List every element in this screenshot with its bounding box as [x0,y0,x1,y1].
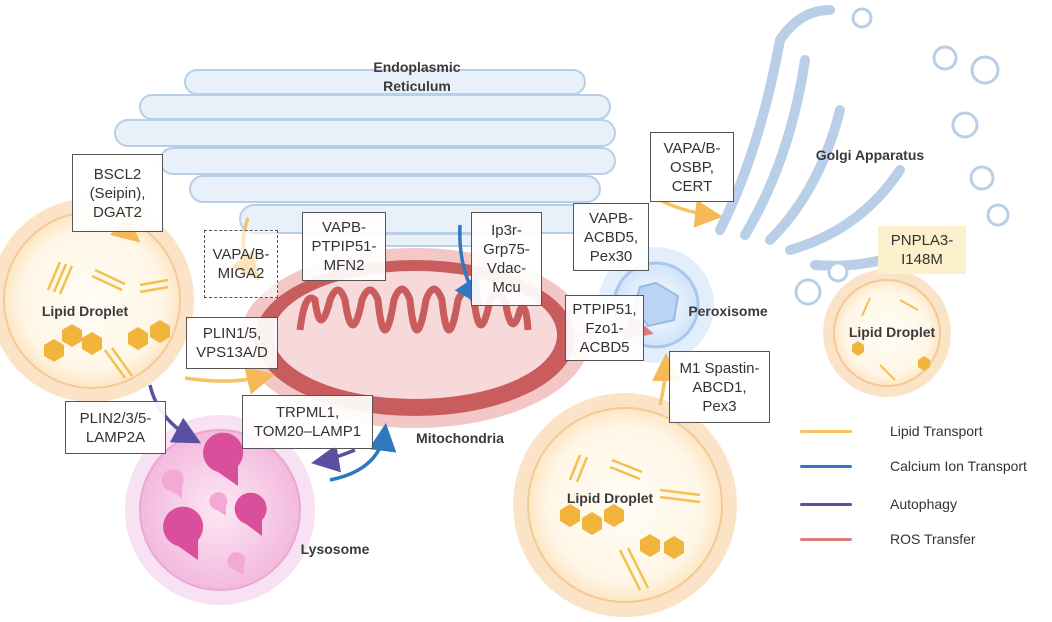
label-vapa-osbp-line2: OSBP, [670,158,714,176]
peroxisome-title: Peroxisome [688,303,768,319]
label-vapb-acbd5-line1: VAPB- [589,209,633,227]
legend-label-calcium-ion-transport: Calcium Ion Transport [890,458,1027,474]
label-m1-spastin-line2: ABCD1, [692,378,747,396]
label-ptpip51-fzo1-line1: PTPIP51, [572,300,637,318]
label-trpml1-tom20-lamp1: TRPML1, TOM20–LAMP1 [242,395,373,449]
label-ip3r-grp75: Ip3r- Grp75- Vdac- Mcu [471,212,542,306]
label-trpml1-line2: TOM20–LAMP1 [253,423,362,440]
mitochondria-title: Mitochondria [416,430,504,446]
label-vapb-acbd5-pex30: VAPB- ACBD5, Pex30 [573,203,649,271]
legend-label-lipid-transport: Lipid Transport [890,423,983,439]
lipid-droplet-left-shape [0,198,194,402]
label-pnpla3-i148m: PNPLA3- I148M [878,226,966,274]
lysosome-shape [125,415,315,605]
lipid-droplet-right-title: Lipid Droplet [848,324,936,340]
label-ptpip51-fzo1-acbd5: PTPIP51, Fzo1- ACBD5 [565,295,644,361]
label-m1-spastin-line1: M1 Spastin- [679,359,760,377]
golgi-title: Golgi Apparatus [815,147,925,163]
label-m1-spastin-abcd1-pex3: M1 Spastin- ABCD1, Pex3 [669,351,770,423]
label-ptpip51-fzo1-line2: Fzo1- [585,319,624,337]
label-vapb-ptpip51-line1: VAPB- [322,219,366,236]
label-vapb-ptpip51-mfn2: VAPB- PTPIP51- MFN2 [302,212,386,281]
label-ip3r-line1: Ip3r- [491,222,522,239]
label-vapb-acbd5-line2: ACBD5, [583,228,639,246]
lipid-droplet-left-title: Lipid Droplet [41,303,129,319]
label-vapb-ptpip51-line3: MFN2 [323,257,365,274]
legend-swatch-ros-transfer [800,538,852,541]
label-bscl2-line3: DGAT2 [93,203,142,221]
golgi-apparatus-shape [715,5,935,271]
legend-label-autophagy: Autophagy [890,496,957,512]
label-vapa-miga2: VAPA/B- MIGA2 [204,230,278,298]
label-ip3r-line3: Vdac- [486,260,527,277]
label-pnpla3-line1: PNPLA3- [890,232,954,249]
label-trpml1-line1: TRPML1, [275,404,340,421]
lipid-droplet-bottom-title: Lipid Droplet [566,490,654,506]
label-plin15-vps13ad: PLIN1/5, VPS13A/D [186,317,278,369]
golgi-vesicles [794,7,1010,306]
label-plin235-line2: LAMP2A [85,428,146,446]
label-ip3r-line4: Mcu [492,279,521,296]
lipid-droplet-right-shape [823,269,951,397]
er-title-line2: Reticulum [383,78,451,94]
label-m1-spastin-line3: Pex3 [702,397,737,415]
label-vapa-osbp-cert: VAPA/B- OSBP, CERT [650,132,734,202]
lysosome-title: Lysosome [300,541,370,557]
label-bscl2-dgat2: BSCL2 (Seipin), DGAT2 [72,154,163,232]
label-vapa-osbp-line3: CERT [671,177,713,195]
label-vapb-ptpip51-line2: PTPIP51- [311,238,377,255]
label-vapa-osbp-line1: VAPA/B- [663,139,721,157]
er-title: Endoplasmic Reticulum [352,58,482,96]
label-plin235-lamp2a: PLIN2/3/5- LAMP2A [65,401,166,454]
lipid-droplet-bottom-shape [513,393,737,617]
label-bscl2-line1: BSCL2 [93,165,142,183]
label-plin15-line1: PLIN1/5, [202,325,262,342]
label-vapb-acbd5-line3: Pex30 [589,247,633,265]
label-ptpip51-fzo1-line3: ACBD5 [579,338,630,356]
label-bscl2-line2: (Seipin), [89,184,146,202]
legend-label-ros-transfer: ROS Transfer [890,531,976,547]
label-ip3r-line2: Grp75- [483,241,530,258]
label-vapa-miga2-line1: VAPA/B- [212,246,270,263]
label-vapa-miga2-line2: MIGA2 [217,265,265,282]
label-pnpla3-line2: I148M [901,251,943,268]
label-plin15-line2: VPS13A/D [196,344,268,361]
legend-swatch-calcium-ion-transport [800,465,852,468]
label-plin235-line1: PLIN2/3/5- [79,409,152,427]
legend-swatch-autophagy [800,503,852,506]
legend-swatch-lipid-transport [800,430,852,433]
er-title-line1: Endoplasmic [373,59,461,75]
